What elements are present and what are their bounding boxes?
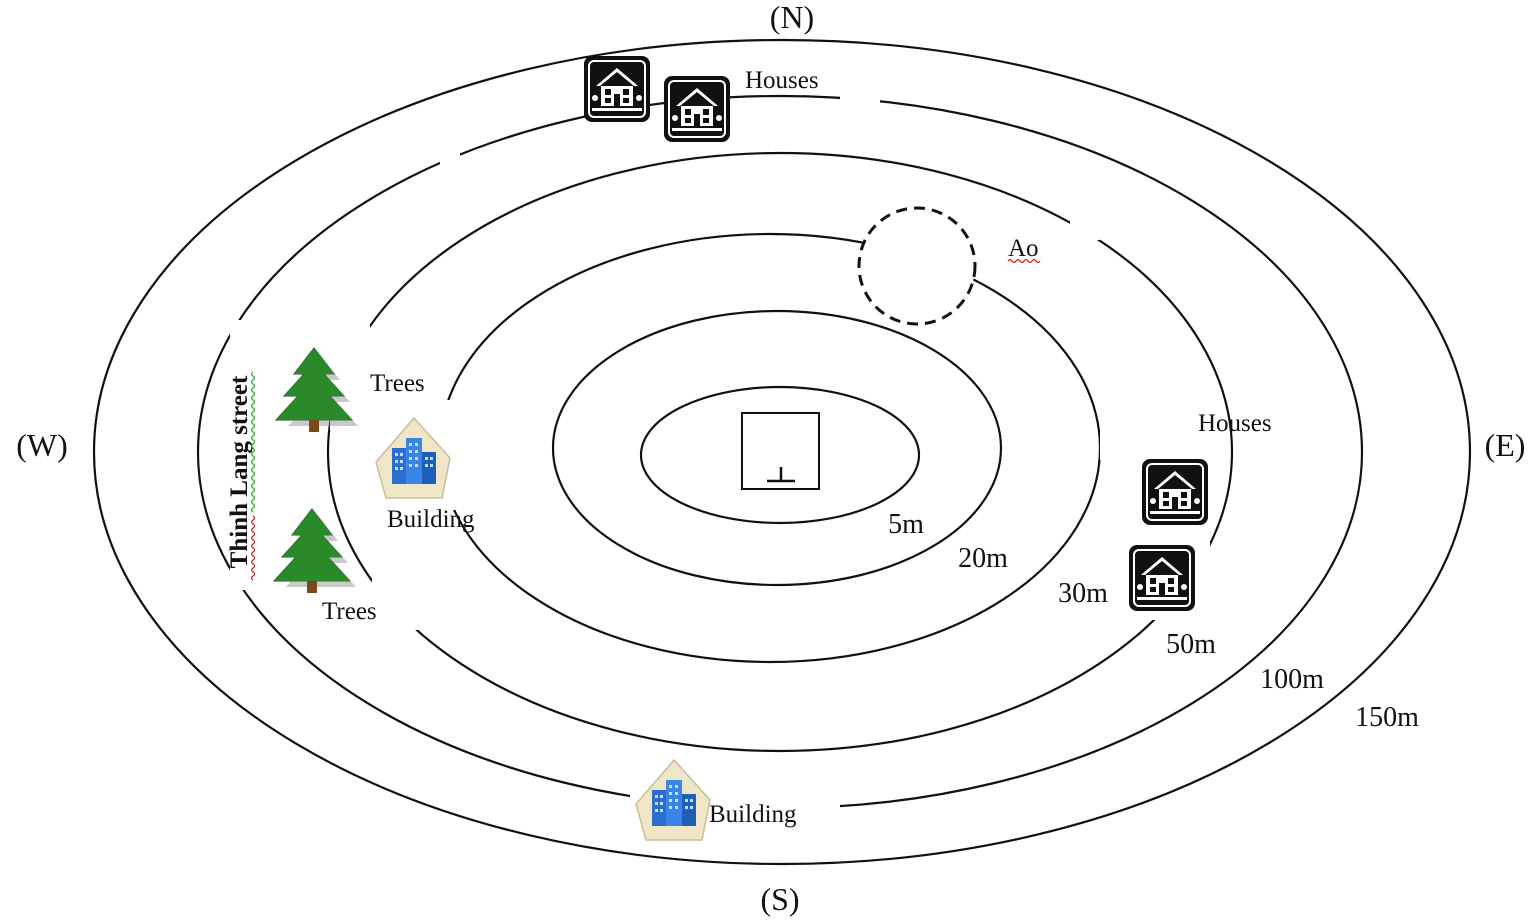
- trees-lower-label: Trees: [322, 598, 377, 625]
- street-label: Thinh Lang street: [226, 375, 253, 568]
- ring-150m: [92, 38, 1472, 866]
- ring-5m: [639, 385, 921, 525]
- houses-east-label: Houses: [1198, 410, 1272, 437]
- ring-label-100m: 100m: [1260, 664, 1324, 695]
- tree-icon: [273, 508, 357, 594]
- ring-label-5m: 5m: [888, 509, 924, 540]
- ring-label-150m: 150m: [1355, 702, 1419, 733]
- trees-upper-label: Trees: [370, 370, 425, 397]
- house-icon: [1128, 544, 1196, 612]
- ring-50m: [326, 151, 1234, 753]
- building-south-label: Building: [709, 801, 797, 828]
- compass-south: (S): [760, 881, 799, 917]
- house-icon: [663, 75, 731, 143]
- compass-north: (N): [770, 0, 814, 35]
- ring-label-30m: 30m: [1058, 578, 1108, 609]
- compass-west: (W): [16, 427, 68, 463]
- ring-100m: [196, 94, 1364, 810]
- houses-north-label: Houses: [745, 67, 819, 94]
- pond-label: Ao: [1008, 235, 1039, 262]
- house-icon: [583, 55, 651, 123]
- street-label-group: Thinh Lang street: [226, 371, 256, 581]
- building-west-label: Building: [387, 506, 475, 533]
- compass-east: (E): [1485, 427, 1526, 463]
- house-icon: [1141, 458, 1209, 526]
- ring-20m: [551, 309, 1003, 587]
- ring-label-50m: 50m: [1166, 629, 1216, 660]
- ring-label-20m: 20m: [958, 543, 1008, 574]
- pond-icon: [857, 206, 977, 326]
- sampling-point-icon: [741, 412, 820, 490]
